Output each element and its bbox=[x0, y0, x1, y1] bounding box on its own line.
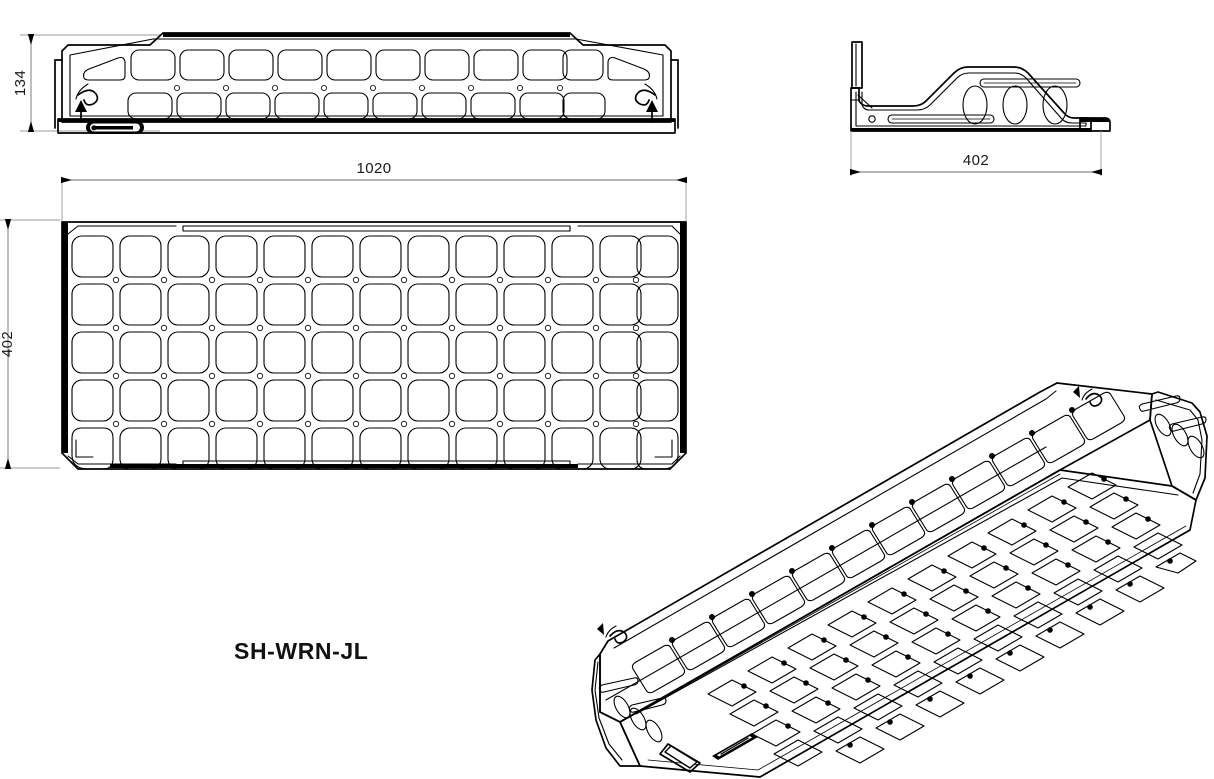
dimension-402-width: 402 bbox=[0, 219, 60, 469]
dimension-402-depth: 402 bbox=[850, 131, 1102, 176]
iso-deck-perforations bbox=[707, 472, 1197, 767]
front-lower-cutout-row bbox=[127, 92, 606, 120]
iso-near-end-panel bbox=[591, 653, 667, 767]
iso-detail-callout-near bbox=[597, 623, 628, 644]
top-bolt-hole-grid bbox=[112, 276, 640, 428]
manufacturer-logo-badge bbox=[86, 121, 144, 134]
front-detail-callout-left bbox=[75, 83, 99, 123]
side-section-view bbox=[850, 41, 1111, 132]
dimension-134: 134 bbox=[12, 34, 160, 132]
iso-far-rail-perforations bbox=[631, 391, 1126, 694]
dimension-1020-text: 1020 bbox=[357, 160, 392, 177]
front-elevation-view bbox=[54, 32, 679, 134]
isometric-view bbox=[591, 382, 1208, 778]
iso-detail-callout-far bbox=[1073, 386, 1103, 407]
front-upper-cutout-row bbox=[130, 49, 604, 81]
part-number-label: SH-WRN-JL bbox=[234, 638, 369, 664]
iso-far-rail-bolts bbox=[669, 407, 1075, 643]
front-bolt-hole-row bbox=[173, 85, 564, 92]
side-bolt-hole bbox=[868, 115, 876, 123]
dimension-1020: 1020 bbox=[61, 160, 687, 222]
front-end-cutout-right bbox=[607, 56, 650, 81]
dimension-134-text: 134 bbox=[12, 70, 29, 96]
iso-deck-bolt-dots bbox=[741, 476, 1173, 748]
top-plan-view bbox=[61, 221, 687, 470]
side-lower-slot bbox=[887, 114, 995, 124]
front-detail-callout-right bbox=[634, 83, 658, 123]
front-end-cutout-left bbox=[83, 56, 126, 81]
dimension-402-depth-text: 402 bbox=[963, 152, 989, 169]
iso-logo-badge bbox=[712, 733, 758, 760]
side-oval-holes bbox=[962, 85, 1068, 125]
iso-far-end-panel bbox=[1138, 391, 1208, 501]
side-upper-slot bbox=[979, 78, 1081, 88]
dimension-402-width-text: 402 bbox=[0, 331, 16, 357]
top-perforation-grid bbox=[71, 235, 679, 470]
